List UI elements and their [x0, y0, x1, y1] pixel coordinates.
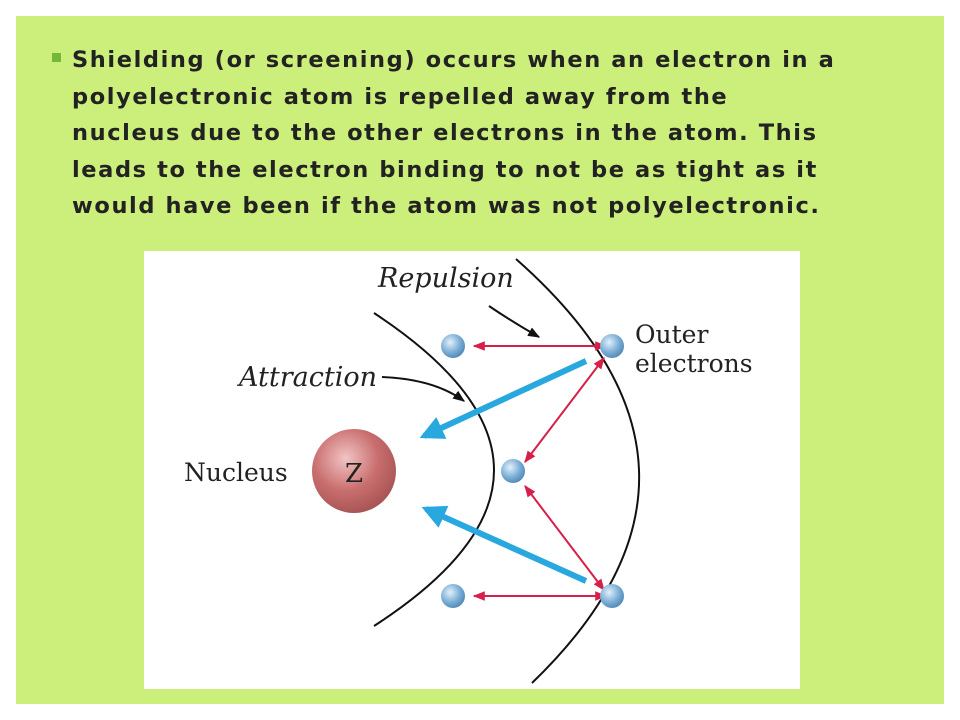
nucleus-label: Nucleus — [184, 458, 288, 487]
electron-outer-top — [600, 334, 624, 358]
nucleus-symbol: Z — [345, 459, 363, 489]
electron-inner-bottom — [441, 584, 465, 608]
outer-electrons-label-line1: Outer — [635, 320, 708, 349]
bullet-text: Shielding (or screening) occurs when an … — [72, 47, 836, 219]
electron-outer-bottom — [600, 584, 624, 608]
repulsion-label: Repulsion — [377, 263, 514, 294]
outer-electrons-label-line2: electrons — [635, 349, 753, 378]
bullet-square-icon — [52, 53, 61, 62]
shielding-diagram: Z Repulsion Attraction Nucleus Outer ele… — [144, 251, 800, 689]
electron-inner-middle — [501, 459, 525, 483]
bullet-point: Shielding (or screening) occurs when an … — [46, 42, 916, 225]
repulsion-arrow-lower-diagonal — [524, 485, 605, 591]
outer-shell-arc — [515, 258, 640, 684]
attraction-label: Attraction — [236, 362, 377, 393]
shielding-diagram-svg: Z Repulsion Attraction Nucleus Outer ele… — [184, 258, 753, 684]
nucleus-sphere — [312, 429, 396, 513]
slide: Shielding (or screening) occurs when an … — [16, 16, 944, 704]
attraction-arrow-lower — [421, 505, 588, 584]
attraction-pointer-arrow — [381, 376, 465, 402]
repulsion-pointer-arrow — [488, 305, 541, 338]
electron-inner-top — [441, 334, 465, 358]
repulsion-arrow-upper-diagonal — [524, 357, 605, 463]
inner-shell-arc — [373, 312, 495, 627]
